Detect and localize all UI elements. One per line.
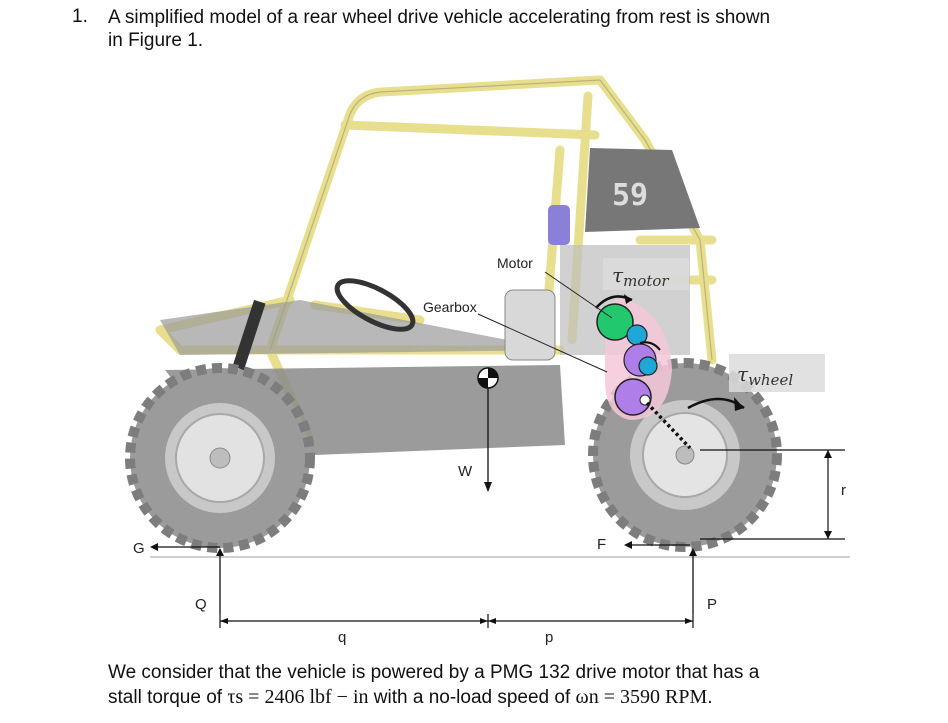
statement-prefix: stall torque of [108, 687, 228, 708]
question-line-2: in Figure 1. [108, 30, 204, 51]
output-gear-hub [639, 394, 651, 406]
motor-label: Motor [497, 255, 533, 271]
statement-line-1: We consider that the vehicle is powered … [108, 662, 760, 683]
front-wheel [125, 363, 315, 553]
tau-motor-box [603, 258, 689, 290]
statement-mid: with a no-load speed of [368, 687, 576, 708]
weight-label: W [458, 463, 473, 480]
problem-statement: We consider that the vehicle is powered … [108, 660, 928, 710]
force-P-label: P [707, 596, 717, 613]
statement-line-2: stall torque of τs = 2406 lbf − in with … [108, 685, 928, 710]
seat-back [504, 289, 556, 361]
question-line-1: A simplified model of a rear wheel drive… [108, 7, 771, 28]
motor-gear [596, 303, 634, 341]
dimension-p-label: p [545, 629, 553, 646]
drive-shaft [645, 401, 692, 450]
tau-wheel-label: τwheel [737, 362, 793, 389]
dimension-q-label: q [338, 629, 346, 646]
force-G-label: G [133, 540, 145, 557]
stall-torque: τs = 2406 lbf − in [227, 686, 369, 708]
number-plate [585, 148, 700, 232]
force-Q-label: Q [195, 596, 207, 613]
statement-suffix: . [707, 687, 713, 708]
tau-wheel-box [729, 354, 825, 392]
force-F-label: F [597, 536, 606, 553]
vehicle-figure: 59 Motor Gearbox [125, 75, 850, 646]
gearbox-label: Gearbox [423, 299, 477, 315]
steering-wheel [334, 278, 416, 332]
gearbox-leader [477, 313, 608, 373]
gear-small-2 [638, 356, 658, 376]
motor-leader [544, 271, 613, 319]
question-text: A simplified model of a rear wheel drive… [108, 6, 908, 52]
radius-label: r [841, 482, 846, 499]
front-shock [232, 299, 266, 371]
center-of-gravity-icon [477, 367, 499, 389]
question-number: 1. [72, 6, 88, 27]
output-gear [614, 378, 652, 416]
gear-arrow-2 [639, 341, 661, 351]
no-load-speed: ωn = 3590 RPM [575, 686, 708, 708]
fuel-tank [548, 205, 570, 245]
tau-motor-label: τmotor [612, 263, 669, 290]
vehicle-number: 59 [612, 178, 648, 213]
